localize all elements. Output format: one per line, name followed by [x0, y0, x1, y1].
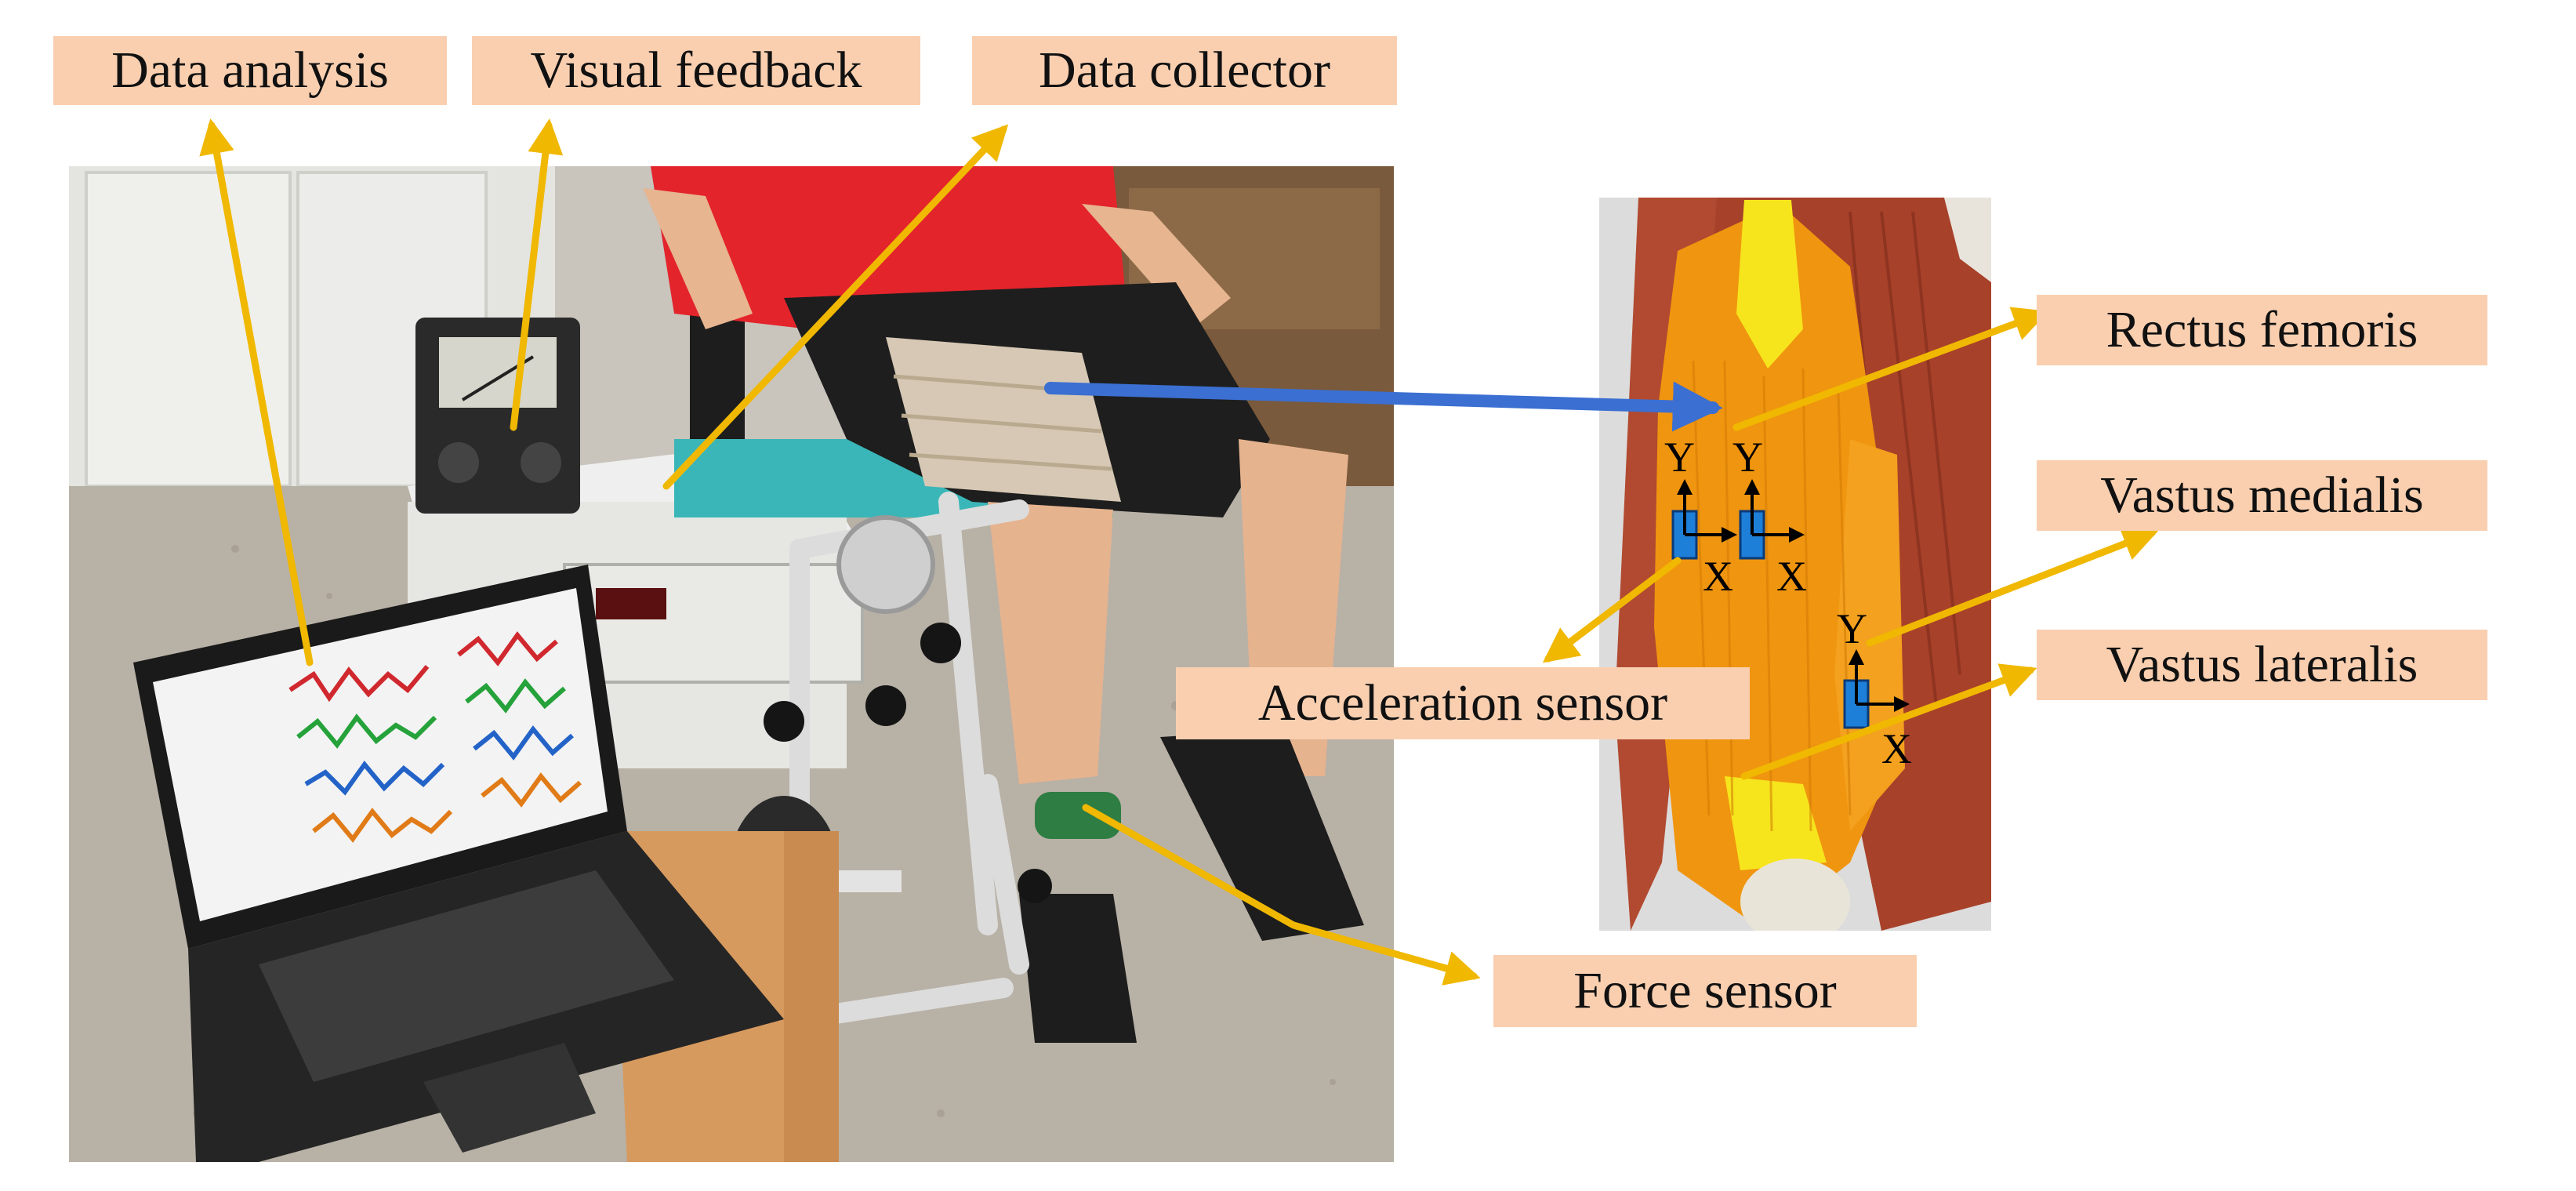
label-data-collector: Data collector	[972, 36, 1397, 105]
arrow-visual-feedback	[510, 118, 564, 431]
sensor-2	[1739, 479, 1805, 560]
thigh-muscle-illustration	[1599, 198, 1991, 931]
axis-x-sensor-2: X	[1776, 553, 1807, 600]
axis-x-sensor-1: X	[1703, 553, 1733, 600]
label-acceleration-sensor: Acceleration sensor	[1176, 667, 1750, 739]
sensor-1	[1671, 479, 1737, 560]
label-force-sensor: Force sensor	[1493, 955, 1917, 1027]
sensor-3	[1843, 649, 1910, 729]
arrow-vastus-medialis	[1866, 527, 2159, 647]
axis-y-sensor-1: Y	[1664, 434, 1695, 481]
arrow-force-sensor	[1082, 804, 1481, 986]
experiment-photo	[69, 166, 1394, 1162]
axis-y-sensor-2: Y	[1732, 434, 1763, 481]
label-visual-feedback: Visual feedback	[472, 36, 920, 105]
arrow-data-analysis	[199, 118, 314, 666]
label-data-analysis: Data analysis	[53, 36, 447, 105]
arrow-thigh-to-muscle	[1044, 381, 1723, 432]
pointer-arrows	[199, 118, 2159, 986]
label-vastus-lateralis: Vastus lateralis	[2037, 630, 2487, 700]
arrow-data-collector	[662, 124, 1009, 490]
label-vastus-medialis: Vastus medialis	[2037, 460, 2487, 531]
axis-x-sensor-3: X	[1881, 725, 1912, 772]
arrow-vastus-lateralis	[1740, 663, 2037, 780]
label-rectus-femoris: Rectus femoris	[2037, 295, 2487, 365]
axis-y-sensor-3: Y	[1837, 605, 1867, 652]
arrow-rectus-femoris	[1732, 307, 2049, 431]
arrow-acceleration-sensor	[1542, 557, 1682, 663]
